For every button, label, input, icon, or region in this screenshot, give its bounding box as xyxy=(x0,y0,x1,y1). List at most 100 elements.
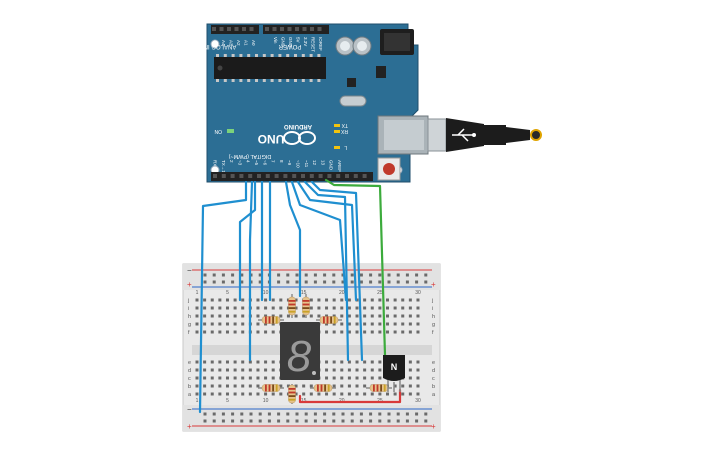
breadboard-hole[interactable] xyxy=(233,368,237,372)
rail-hole[interactable] xyxy=(332,273,336,277)
rail-hole[interactable] xyxy=(341,273,345,277)
breadboard-hole[interactable] xyxy=(195,306,199,310)
header-socket[interactable] xyxy=(287,27,292,31)
rail-hole[interactable] xyxy=(323,273,327,277)
breadboard-hole[interactable] xyxy=(241,376,245,380)
rail-hole[interactable] xyxy=(350,273,354,277)
breadboard-hole[interactable] xyxy=(256,360,260,364)
breadboard-hole[interactable] xyxy=(203,314,207,318)
breadboard-hole[interactable] xyxy=(363,330,367,334)
breadboard-hole[interactable] xyxy=(355,368,359,372)
breadboard-hole[interactable] xyxy=(218,360,222,364)
breadboard-hole[interactable] xyxy=(294,392,298,396)
breadboard-hole[interactable] xyxy=(363,360,367,364)
rail-hole[interactable] xyxy=(304,280,308,284)
rail-hole[interactable] xyxy=(277,280,281,284)
breadboard-hole[interactable] xyxy=(195,392,199,396)
breadboard-hole[interactable] xyxy=(393,330,397,334)
breadboard-hole[interactable] xyxy=(340,314,344,318)
breadboard-hole[interactable] xyxy=(325,368,329,372)
breadboard-hole[interactable] xyxy=(233,376,237,380)
header-socket[interactable] xyxy=(239,174,244,178)
breadboard-hole[interactable] xyxy=(248,376,252,380)
rail-hole[interactable] xyxy=(369,412,373,416)
rail-hole[interactable] xyxy=(313,273,317,277)
rail-hole[interactable] xyxy=(405,280,409,284)
breadboard-hole[interactable] xyxy=(309,306,313,310)
rail-hole[interactable] xyxy=(359,280,363,284)
breadboard-hole[interactable] xyxy=(210,298,214,302)
breadboard-hole[interactable] xyxy=(393,314,397,318)
breadboard-hole[interactable] xyxy=(317,314,321,318)
breadboard-hole[interactable] xyxy=(203,298,207,302)
breadboard-hole[interactable] xyxy=(378,330,382,334)
rail-hole[interactable] xyxy=(332,280,336,284)
breadboard-hole[interactable] xyxy=(210,384,214,388)
rail-hole[interactable] xyxy=(295,273,299,277)
rail-hole[interactable] xyxy=(369,280,373,284)
breadboard-hole[interactable] xyxy=(416,306,420,310)
rail-hole[interactable] xyxy=(277,419,281,423)
rail-hole[interactable] xyxy=(359,273,363,277)
breadboard-hole[interactable] xyxy=(401,314,405,318)
breadboard-hole[interactable] xyxy=(233,322,237,326)
breadboard-hole[interactable] xyxy=(386,298,389,302)
wire-green[interactable] xyxy=(324,178,387,357)
breadboard-hole[interactable] xyxy=(340,298,344,302)
breadboard-hole[interactable] xyxy=(195,384,199,388)
breadboard-hole[interactable] xyxy=(363,306,367,310)
rail-hole[interactable] xyxy=(396,412,400,416)
breadboard-hole[interactable] xyxy=(203,306,207,310)
breadboard-hole[interactable] xyxy=(241,368,245,372)
wire-blue[interactable] xyxy=(303,180,350,362)
seven-segment-display[interactable] xyxy=(280,322,320,380)
rail-hole[interactable] xyxy=(304,419,308,423)
breadboard-hole[interactable] xyxy=(218,306,222,310)
rail-hole[interactable] xyxy=(286,419,290,423)
breadboard-hole[interactable] xyxy=(256,384,260,388)
resistor[interactable] xyxy=(310,384,336,392)
wire-blue[interactable] xyxy=(310,180,364,362)
breadboard-hole[interactable] xyxy=(241,306,245,310)
header-socket[interactable] xyxy=(234,27,239,31)
breadboard-hole[interactable] xyxy=(332,376,336,380)
breadboard-hole[interactable] xyxy=(241,360,245,364)
breadboard-hole[interactable] xyxy=(264,360,268,364)
header-socket[interactable] xyxy=(327,174,332,178)
breadboard-hole[interactable] xyxy=(233,360,237,364)
breadboard-hole[interactable] xyxy=(241,392,245,396)
breadboard-hole[interactable] xyxy=(355,322,359,326)
breadboard-hole[interactable] xyxy=(393,384,397,388)
breadboard-hole[interactable] xyxy=(347,384,351,388)
breadboard-hole[interactable] xyxy=(210,392,214,396)
breadboard-hole[interactable] xyxy=(347,330,351,334)
breadboard-hole[interactable] xyxy=(378,360,382,364)
breadboard-hole[interactable] xyxy=(378,368,382,372)
breadboard-hole[interactable] xyxy=(256,330,260,334)
header-socket[interactable] xyxy=(295,27,299,31)
breadboard-hole[interactable] xyxy=(370,306,374,310)
breadboard-hole[interactable] xyxy=(416,314,420,318)
breadboard-hole[interactable] xyxy=(233,392,237,396)
rail-hole[interactable] xyxy=(387,419,391,423)
rail-hole[interactable] xyxy=(240,419,244,423)
breadboard-hole[interactable] xyxy=(264,368,268,372)
breadboard-hole[interactable] xyxy=(241,298,245,302)
breadboard-hole[interactable] xyxy=(210,314,214,318)
breadboard-hole[interactable] xyxy=(401,306,405,310)
breadboard-hole[interactable] xyxy=(195,322,199,326)
breadboard-hole[interactable] xyxy=(241,384,245,388)
rail-hole[interactable] xyxy=(212,412,216,416)
breadboard-hole[interactable] xyxy=(332,298,336,302)
header-socket[interactable] xyxy=(292,174,297,178)
rail-hole[interactable] xyxy=(240,412,244,416)
breadboard-hole[interactable] xyxy=(347,298,351,302)
breadboard-hole[interactable] xyxy=(408,330,412,334)
breadboard-hole[interactable] xyxy=(233,306,237,310)
breadboard-hole[interactable] xyxy=(340,392,344,396)
wire-red[interactable] xyxy=(298,388,402,404)
breadboard-hole[interactable] xyxy=(401,392,405,396)
rail-hole[interactable] xyxy=(231,419,235,423)
breadboard-hole[interactable] xyxy=(225,306,229,310)
breadboard-hole[interactable] xyxy=(271,314,275,318)
